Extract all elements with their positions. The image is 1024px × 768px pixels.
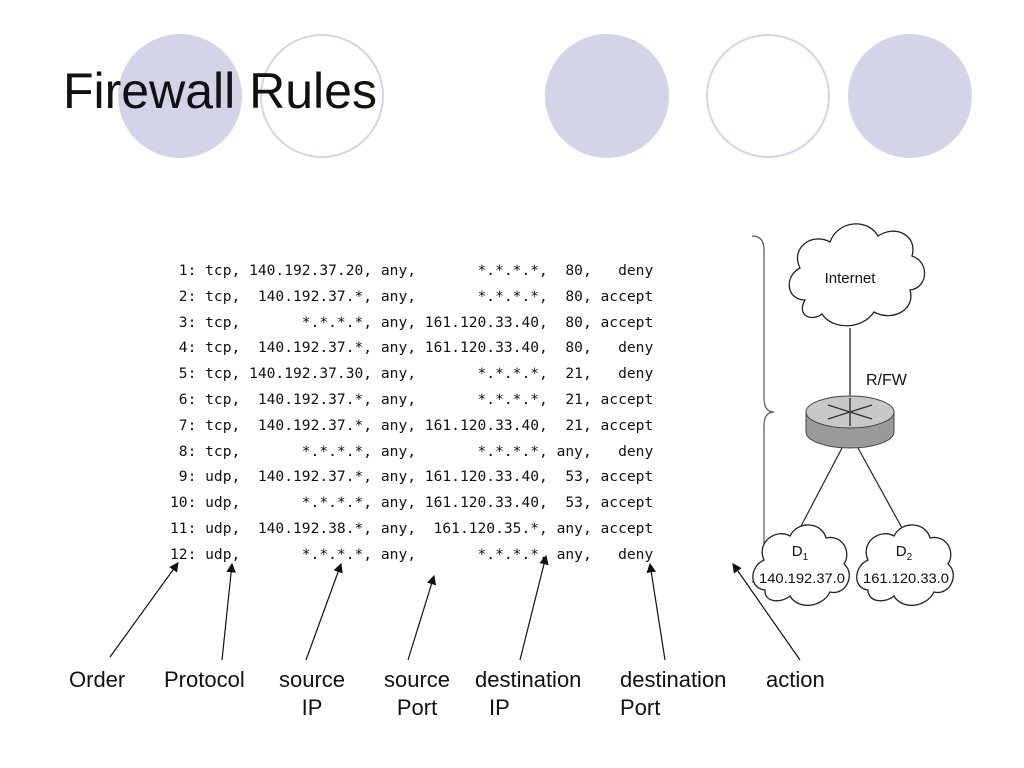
rule-row: 8: tcp, *.*.*.*, any, *.*.*.*, any, deny — [170, 442, 654, 460]
arrow-source-port — [407, 574, 437, 661]
rules-list: 1: tcp, 140.192.37.20, any, *.*.*.*, 80,… — [170, 258, 653, 568]
rule-row: 1: tcp, 140.192.37.20, any, *.*.*.*, 80,… — [170, 262, 654, 279]
rule-row: 11: udp, 140.192.38.*, any, 161.120.35.*… — [170, 519, 654, 537]
rule-row: 7: tcp, 140.192.37.*, any, 161.120.33.40… — [170, 416, 654, 434]
decor-circle-1 — [118, 34, 242, 158]
rule-row: 3: tcp, *.*.*.*, any, 161.120.33.40, 80,… — [170, 313, 654, 331]
arrow-protocol — [221, 562, 236, 661]
d2-cloud — [856, 524, 954, 606]
arrow-order — [109, 562, 179, 658]
rule-row: 10: udp, *.*.*.*, any, 161.120.33.40, 53… — [170, 494, 654, 512]
d1-network: 140.192.37.0 — [759, 570, 845, 586]
link-router-d1 — [799, 447, 843, 529]
d1-label: D1 — [792, 543, 809, 563]
d2-network: 161.120.33.0 — [863, 570, 949, 586]
label-protocol: Protocol — [164, 667, 245, 692]
decor-circle-5 — [848, 34, 972, 158]
arrow-destination-port — [646, 562, 666, 661]
rule-row: 5: tcp, 140.192.37.30, any, *.*.*.*, 21,… — [170, 365, 654, 383]
rule-row: 4: tcp, 140.192.37.*, any, 161.120.33.40… — [170, 339, 654, 357]
d2-label: D2 — [896, 543, 913, 563]
slide-title: Firewall Rules — [63, 63, 377, 119]
rule-row: 6: tcp, 140.192.37.*, any, *.*.*.*, 21, … — [170, 390, 654, 408]
decor-circle-4 — [706, 34, 830, 158]
rule-row: 9: udp, 140.192.37.*, any, 161.120.33.40… — [170, 468, 654, 486]
rule-row: 2: tcp, 140.192.37.*, any, *.*.*.*, 80, … — [170, 287, 654, 305]
link-router-d2 — [857, 447, 903, 529]
router-icon — [805, 395, 895, 449]
decor-circle-2 — [260, 34, 384, 158]
arrow-destination-ip — [519, 554, 549, 661]
router-label: R/FW — [866, 372, 908, 389]
arrow-source-ip — [305, 562, 343, 661]
internet-cloud — [788, 223, 926, 327]
label-action: action — [766, 667, 825, 692]
internet-label: Internet — [825, 270, 877, 287]
rule-row: 12: udp, *.*.*.*, any, *.*.*.*, any, den… — [170, 545, 654, 563]
arrow-action — [732, 563, 801, 661]
rules-brace — [751, 235, 775, 583]
decor-circle-3 — [545, 34, 669, 158]
label-order: Order — [69, 667, 126, 692]
d1-cloud — [752, 524, 850, 606]
